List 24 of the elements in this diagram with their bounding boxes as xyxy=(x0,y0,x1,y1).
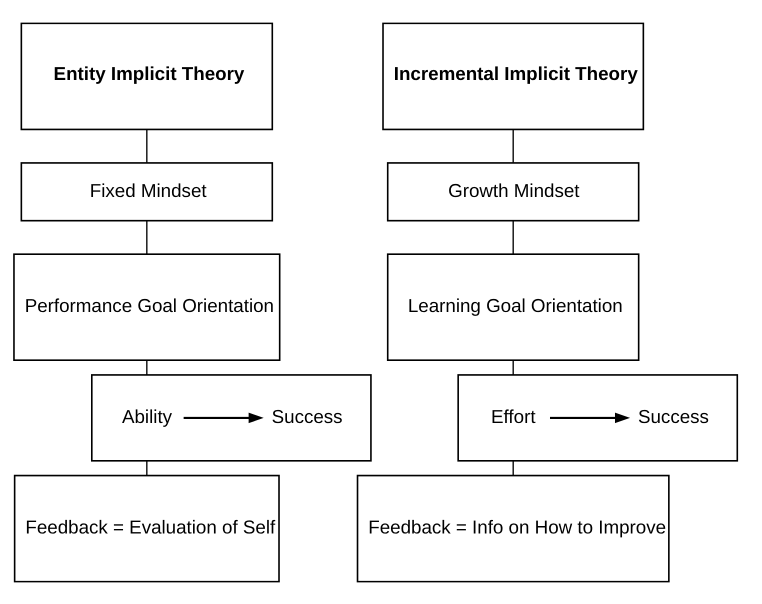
connector xyxy=(146,220,148,254)
connector xyxy=(512,360,514,374)
node-box: Performance Goal Orientation xyxy=(13,252,280,360)
node-box: Feedback = Evaluation of Self xyxy=(14,474,280,582)
connector xyxy=(146,360,148,374)
connector xyxy=(512,220,514,254)
node-box: Incremental Implicit Theory xyxy=(382,22,644,130)
cluster xyxy=(457,374,738,462)
connector xyxy=(512,460,514,475)
node-text: Effort xyxy=(491,405,536,426)
connector xyxy=(146,460,148,475)
node-text: Ability xyxy=(122,405,172,426)
arrow xyxy=(550,412,630,423)
connector xyxy=(512,128,514,162)
node-text: Success xyxy=(272,405,343,426)
node-box: Learning Goal Orientation xyxy=(386,252,640,360)
node-box: Fixed Mindset xyxy=(20,162,274,221)
node-text: Success xyxy=(638,405,709,426)
cluster xyxy=(91,374,372,462)
connector xyxy=(146,128,148,162)
node-box: Growth Mindset xyxy=(386,162,640,221)
node-box: Entity Implicit Theory xyxy=(20,22,274,130)
node-box: Feedback = Info on How to Improve xyxy=(356,474,670,582)
arrow xyxy=(184,412,264,423)
